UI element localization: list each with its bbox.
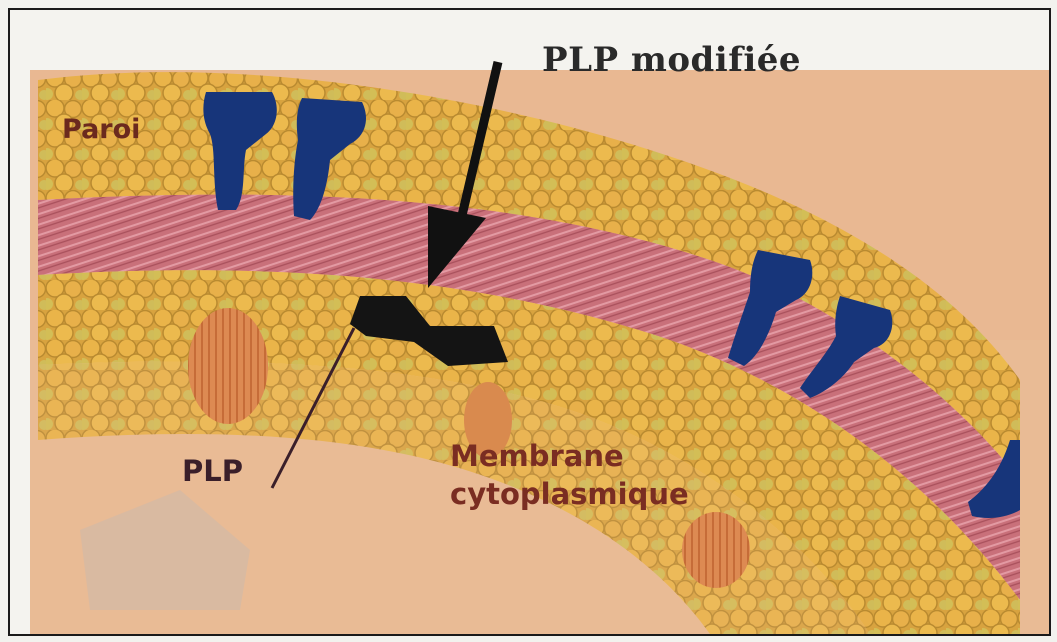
modified-plp-label: PLP modifiée (542, 40, 801, 80)
plp-label: PLP (182, 454, 243, 488)
cell-wall-diagram (10, 10, 1049, 634)
membrane-label-line1: Membrane (450, 437, 689, 475)
orange-protein-1 (188, 308, 268, 424)
wall-label: Paroi (62, 114, 140, 145)
membrane-label-line2: cytoplasmique (450, 475, 689, 513)
orange-protein-3 (682, 512, 750, 588)
figure-frame: PLP modifiée Paroi PLP Membrane cytoplas… (8, 8, 1051, 636)
membrane-label: Membrane cytoplasmique (450, 437, 689, 513)
